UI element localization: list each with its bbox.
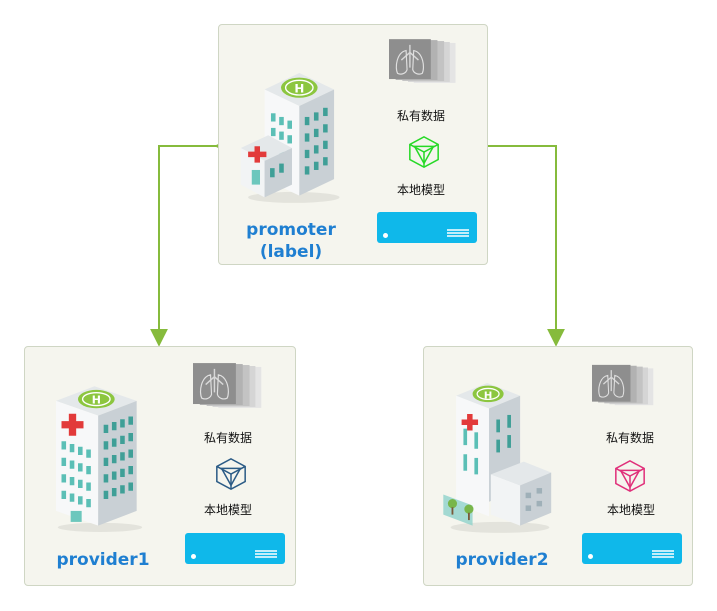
promoter-data-label: 私有数据 (396, 109, 445, 123)
promoter-title-line2: (label) (259, 242, 323, 262)
promoter-title-line1: promoter (246, 220, 336, 240)
lung-xray-stack-icon (193, 363, 262, 408)
polyhedron-model-icon (216, 458, 246, 490)
svg-text:H: H (294, 81, 304, 95)
provider1-title: provider1 (56, 550, 150, 570)
lung-xray-stack-icon (389, 39, 456, 83)
hospital-building-icon: H (240, 73, 340, 203)
svg-text:H: H (484, 390, 492, 401)
provider2-node: H provider2 私有数据 本地模型 (423, 346, 693, 586)
promoter-server-icon (377, 212, 477, 243)
promoter-title: promoter (label) (227, 219, 355, 263)
provider1-node: H provider1 私有数据 本地模型 (24, 346, 296, 586)
hospital-building-icon: H (443, 382, 552, 533)
provider1-model-label: 本地模型 (203, 503, 252, 517)
hospital-building-icon: H (56, 386, 143, 532)
polyhedron-model-icon (615, 460, 645, 492)
arrow-promoter-provider1 (150, 137, 233, 347)
provider1-data-label: 私有数据 (203, 431, 252, 445)
provider2-model-label: 本地模型 (606, 503, 655, 517)
provider2-data-label: 私有数据 (605, 431, 654, 445)
svg-text:H: H (92, 394, 101, 407)
arrow-promoter-provider2 (471, 137, 565, 347)
provider1-server-icon (185, 533, 285, 564)
lung-xray-stack-icon (592, 364, 654, 406)
promoter-node: H promoter (label) 私有数据 本地模型 (218, 24, 488, 265)
polyhedron-model-icon (409, 136, 439, 168)
provider2-title: provider2 (455, 550, 549, 570)
promoter-model-label: 本地模型 (396, 183, 445, 197)
provider2-server-icon (582, 533, 682, 564)
